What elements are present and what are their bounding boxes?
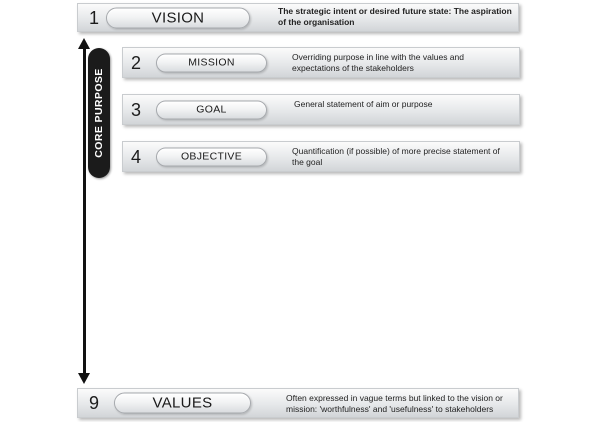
mission-description: Overriding purpose in line with the valu… [292,52,464,73]
row-vision: 1 VISION The strategic intent or desired… [77,3,519,32]
arrow-down-icon [78,373,90,384]
row-number: 1 [89,7,100,28]
core-purpose-axis [83,46,86,376]
goal-description: General statement of aim or purpose [294,99,433,109]
row-number: 2 [131,52,142,73]
row-values: 9 VALUES Often expressed in vague terms … [77,388,519,418]
objective-description: Quantification (if possible) of more pre… [292,146,500,167]
row-number: 3 [131,99,142,120]
vision-description: The strategic intent or desired future s… [278,6,512,27]
arrow-up-icon [78,38,90,49]
objective-pill: OBJECTIVE [156,147,267,166]
row-number: 4 [131,146,142,167]
row-goal: 3 GOAL General statement of aim or purpo… [122,94,520,125]
row-mission: 2 MISSION Overriding purpose in line wit… [122,47,520,78]
core-purpose-badge: CORE PURPOSE [88,48,110,178]
goal-pill: GOAL [156,100,267,119]
core-purpose-label: CORE PURPOSE [93,68,105,158]
row-number: 9 [89,393,100,413]
mission-pill: MISSION [156,53,267,72]
values-pill: VALUES [114,392,251,414]
row-objective: 4 OBJECTIVE Quantification (if possible)… [122,141,520,172]
vision-pill: VISION [106,7,250,28]
values-description: Often expressed in vague terms but linke… [286,393,503,414]
